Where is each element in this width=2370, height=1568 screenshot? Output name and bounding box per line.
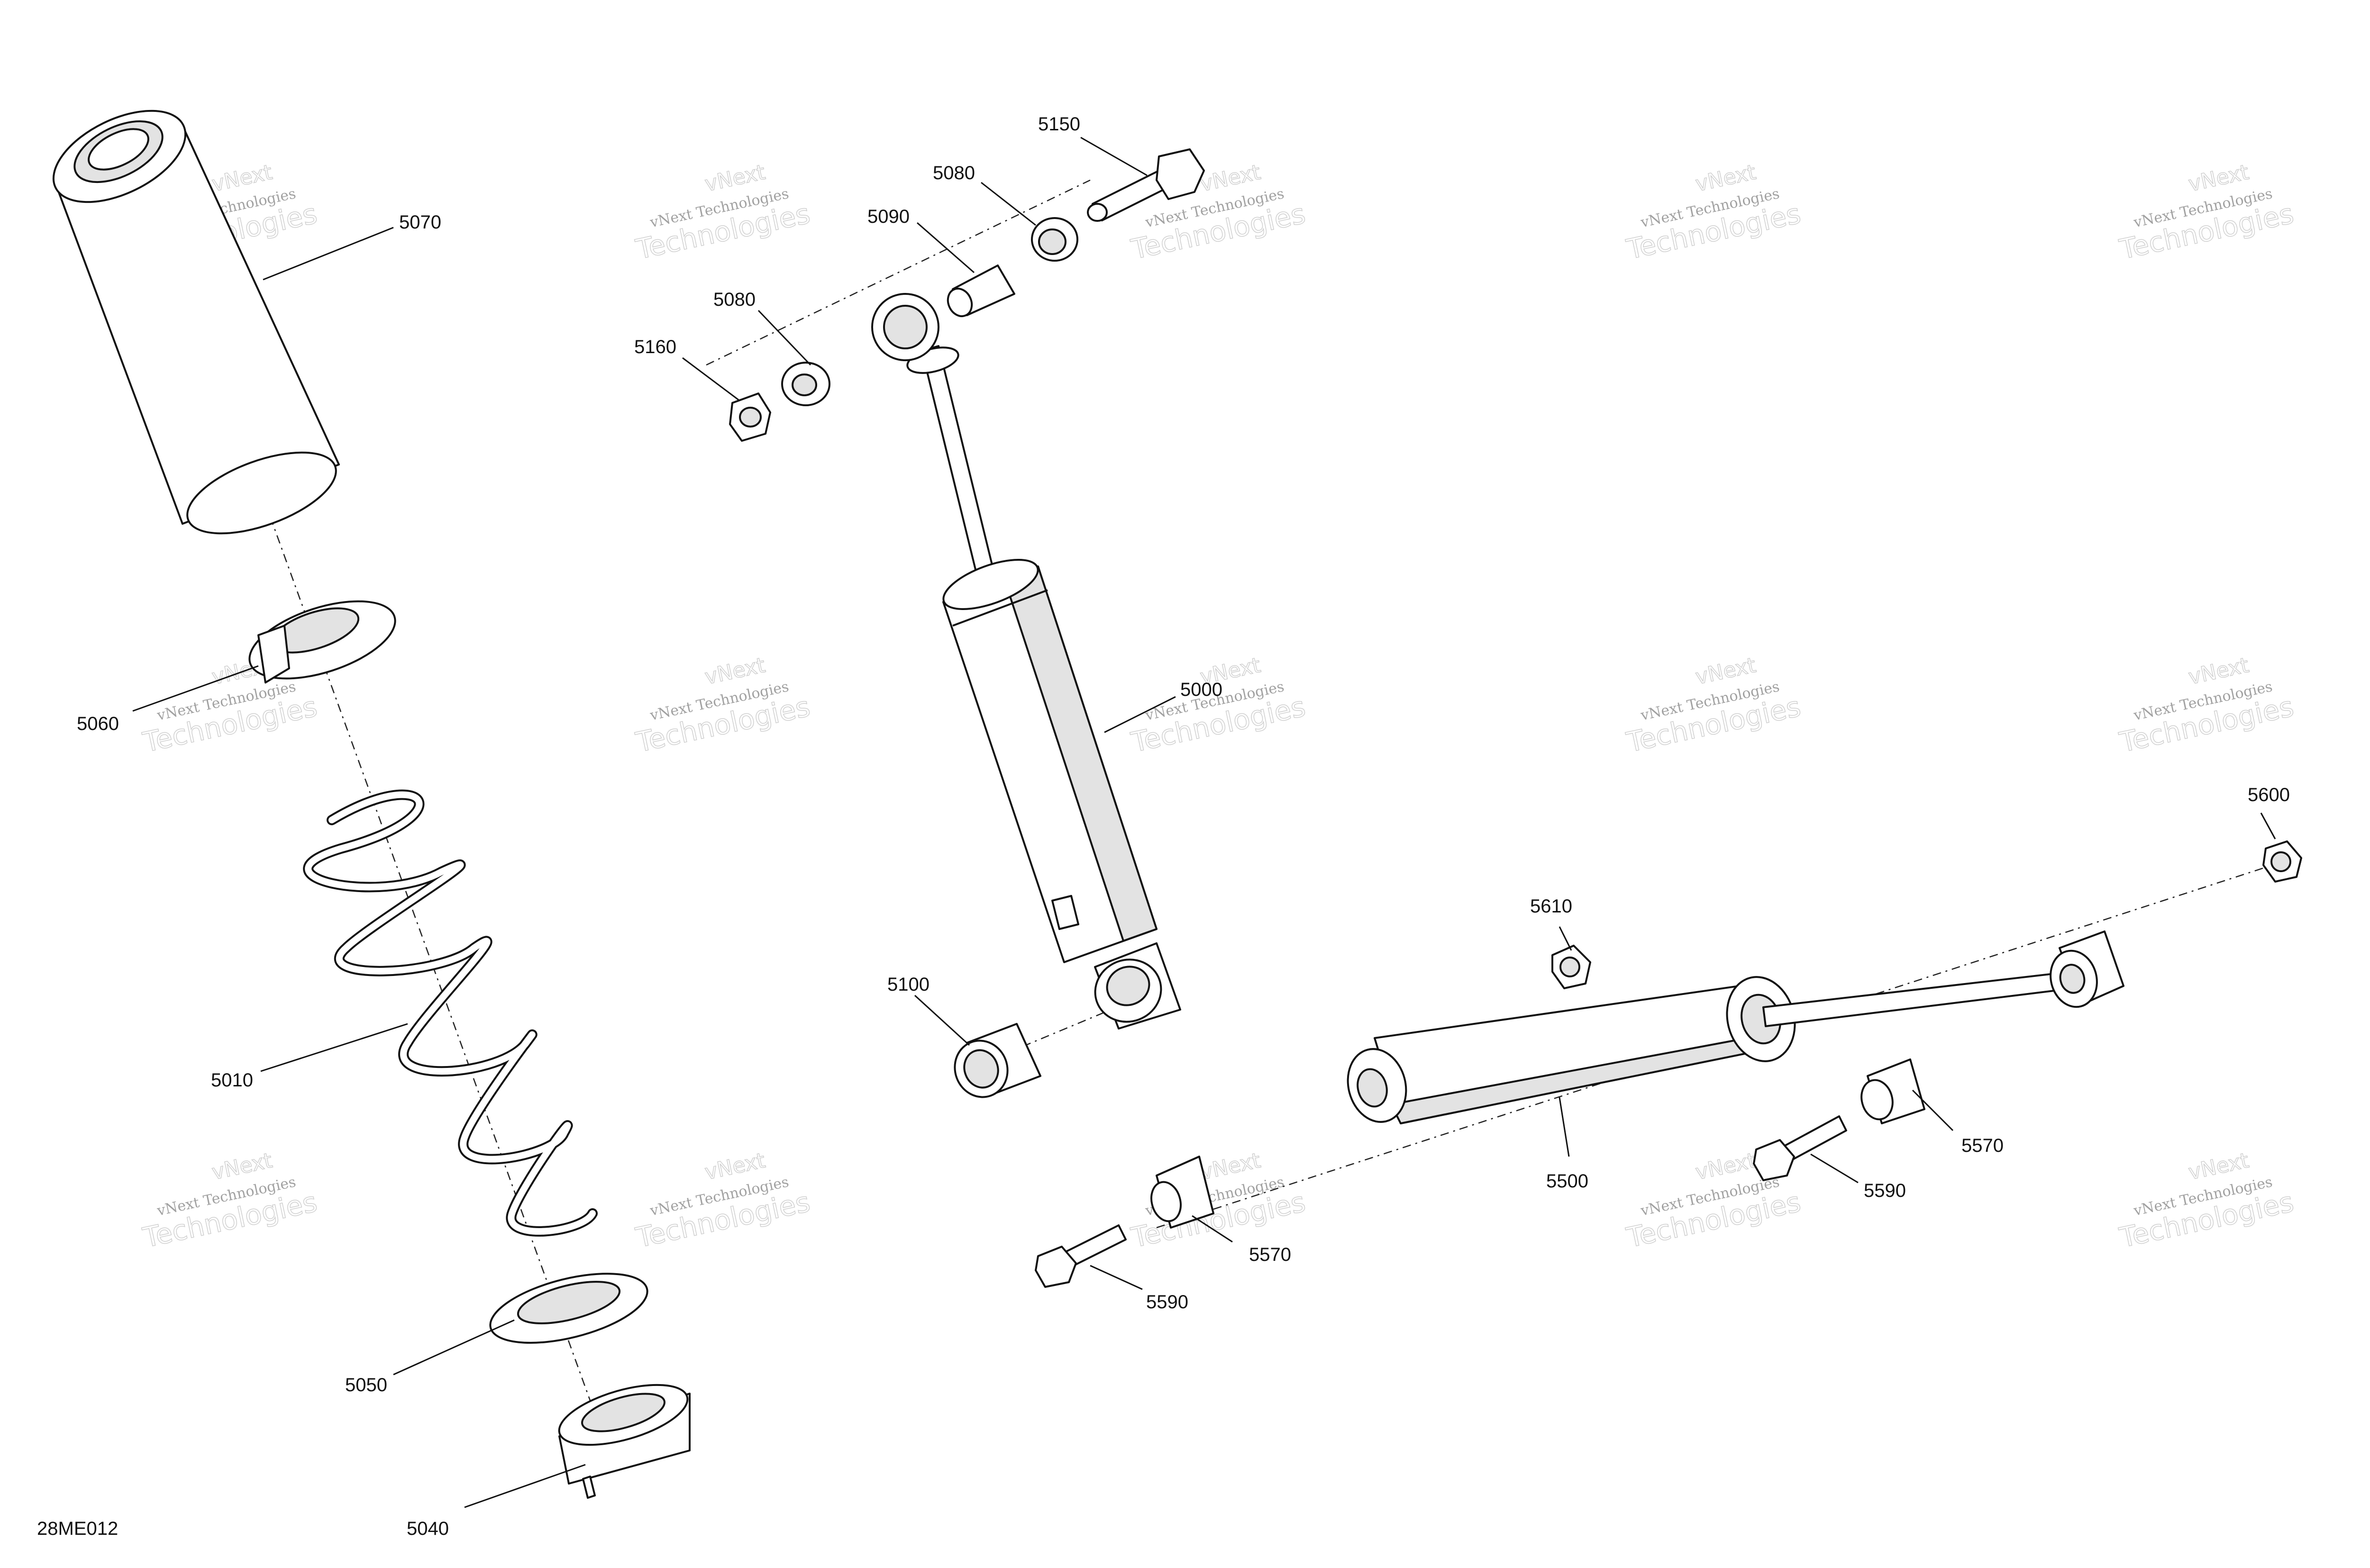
label-5600: 5600 <box>2248 784 2290 805</box>
label-5610: 5610 <box>1530 896 1572 917</box>
watermark-corner: vNext <box>1694 1149 1758 1185</box>
watermark-corner: vNext <box>210 160 274 197</box>
label-5010: 5010 <box>211 1070 253 1091</box>
adjuster-5040 <box>558 1384 691 1499</box>
label-5000: 5000 <box>1180 679 1222 700</box>
boot-cover-5070 <box>52 109 340 535</box>
nut-5610 <box>1551 945 1591 989</box>
label-5100: 5100 <box>887 974 930 995</box>
nut-5600 <box>2262 840 2302 883</box>
watermark-corner: vNext <box>703 160 767 197</box>
spacer-5570-right <box>1860 1058 1925 1124</box>
label-5080-lower: 5080 <box>713 289 756 310</box>
sleeve-5090 <box>947 264 1015 318</box>
bushing-5100 <box>954 1023 1041 1098</box>
label-5570-right: 5570 <box>1961 1135 2004 1156</box>
label-5040: 5040 <box>407 1518 449 1539</box>
watermark-corner: vNext <box>703 653 767 690</box>
spacer-5570-left <box>1150 1156 1214 1229</box>
label-5150: 5150 <box>1038 114 1080 135</box>
watermark-corner: vNext <box>1694 160 1758 197</box>
bolt-5150 <box>1087 148 1205 222</box>
watermark-corner: vNext <box>2187 160 2251 197</box>
part-labels: 5070 5060 5010 5050 5040 5000 5150 5080 … <box>37 114 2290 1539</box>
shock-absorber-5000 <box>871 293 1181 1030</box>
upper-spring-seat-5060 <box>248 600 396 684</box>
label-5500: 5500 <box>1546 1171 1588 1192</box>
watermark-corner: vNext <box>2187 1149 2251 1185</box>
watermark-corner: vNext <box>1198 160 1263 197</box>
watermark-corner: vNext <box>703 1149 767 1185</box>
label-5590-right: 5590 <box>1864 1180 1906 1201</box>
label-5050: 5050 <box>345 1375 387 1395</box>
bushing-5080-upper <box>1031 217 1078 262</box>
label-5070: 5070 <box>399 212 441 233</box>
bushing-5080-lower <box>781 362 830 406</box>
label-5060: 5060 <box>77 713 119 734</box>
label-5080-upper: 5080 <box>933 163 975 183</box>
label-5590-left: 5590 <box>1146 1292 1188 1313</box>
bolt-5590-right <box>1753 1115 1847 1181</box>
label-5090: 5090 <box>867 206 910 227</box>
assembly-axes <box>269 179 2280 1427</box>
leader-lines <box>132 137 2276 1508</box>
nut-5160 <box>729 392 771 442</box>
watermark-corner: vNext <box>1198 1149 1263 1185</box>
watermark-corner: vNext <box>210 1149 274 1185</box>
label-5160: 5160 <box>634 337 676 357</box>
shock-absorber-5500 <box>1347 930 2124 1124</box>
watermark-corner: vNext <box>2187 653 2251 690</box>
label-5570-left: 5570 <box>1249 1244 1291 1265</box>
drawing-id: 28ME012 <box>37 1518 118 1539</box>
bolt-5590-left <box>1035 1224 1127 1288</box>
watermark-corner: vNext <box>1694 653 1758 690</box>
washer-5050 <box>489 1273 648 1344</box>
coil-spring-5010 <box>303 789 598 1237</box>
